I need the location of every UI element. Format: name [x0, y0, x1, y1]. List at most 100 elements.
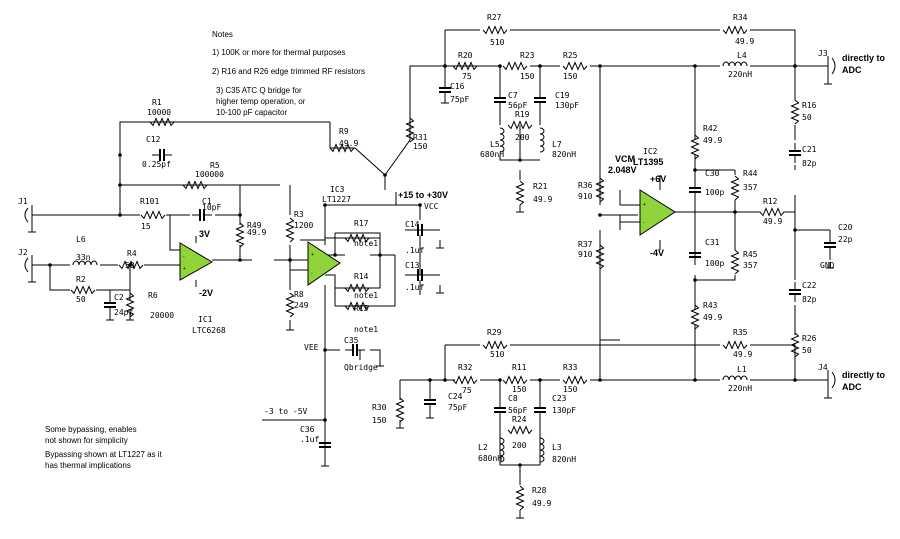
vcm-label: VCM: [615, 154, 635, 164]
part-value-r23: 150: [520, 72, 535, 81]
part-ref-c8: C8: [508, 394, 518, 403]
part-value-c14: .1uf: [405, 246, 424, 255]
vcm-value: 2.048V: [608, 165, 637, 175]
gnd-label: GND: [820, 261, 835, 270]
part-value-c23: 130pF: [552, 406, 576, 415]
part-ref-r37: R37: [578, 240, 593, 249]
part-r23: R23 150: [502, 51, 535, 81]
svg-text:+: +: [183, 266, 186, 272]
ic1-ref: IC1: [198, 315, 213, 324]
svg-text:-: -: [643, 220, 645, 226]
part-ref-r15: R15: [354, 304, 369, 313]
part-ref-r11: R11: [512, 363, 527, 372]
part-value-r43: 49.9: [703, 313, 722, 322]
part-ref-r23: R23: [520, 51, 535, 60]
part-value-l3: 820nH: [552, 455, 576, 464]
part-ref-r21: R21: [533, 182, 548, 191]
svg-text:-: -: [311, 271, 313, 277]
part-value-c20: 22p: [838, 235, 853, 244]
j3-dest-2: ADC: [842, 65, 862, 75]
note-3c: 10-100 pF capacitor: [216, 108, 287, 117]
part-value-c24: 75pF: [448, 403, 467, 412]
part-ref-r5: R5: [210, 161, 220, 170]
part-value-r21: 49.9: [533, 195, 552, 204]
connector-j2: J2: [18, 248, 36, 283]
note-3b: higher temp operation, or: [216, 97, 306, 106]
part-ref-r43: R43: [703, 301, 718, 310]
j3-label: J3: [818, 49, 828, 58]
part-ref-c13: C13: [405, 261, 420, 270]
ic3-amplifier: +- IC3 LT1227: [307, 185, 351, 310]
part-ref-c19: C19: [555, 91, 570, 100]
bypass-note-4: has thermal implications: [45, 461, 131, 470]
part-ref-c31: C31: [705, 238, 720, 247]
note-3a: 3) C35 ATC Q bridge for: [216, 86, 302, 95]
part-value-r49: 49.9: [247, 228, 266, 237]
part-value-c16: 75pF: [450, 95, 469, 104]
part-ref-r8: R8: [294, 290, 304, 299]
part-value-r8: 249: [294, 301, 309, 310]
part-value-r35: 49.9: [733, 350, 752, 359]
part-ref-r29: R29: [487, 328, 502, 337]
part-ref-l6: L6: [76, 235, 86, 244]
part-value-r32: 75: [462, 386, 472, 395]
j2-label: J2: [18, 248, 28, 257]
part-value-r24: 200: [512, 441, 527, 450]
part-ref-c22: C22: [802, 281, 817, 290]
notes-title: Notes: [212, 30, 233, 39]
part-ref-r33: R33: [563, 363, 578, 372]
ic3-part: LT1227: [322, 195, 351, 204]
j1-label: J1: [18, 197, 28, 206]
part-value-l7: 820nH: [552, 150, 576, 159]
part-value-r19: 200: [515, 133, 530, 142]
part-value-c7: 56pF: [508, 101, 527, 110]
connector-j3: J3 directly to ADC: [818, 49, 886, 85]
part-value-c12: 0.25pf: [142, 160, 171, 169]
part-value-r36: 910: [578, 192, 593, 201]
neg-supply-label: -3 to -5V: [264, 407, 308, 416]
part-value-r28: 49.9: [532, 499, 551, 508]
j4-dest-2: ADC: [842, 382, 862, 392]
part-value-l6: 33n: [76, 253, 91, 262]
part-value-l2: 680nH: [478, 454, 502, 463]
bypass-note-3: Bypassing shown at LT1227 as it: [45, 450, 163, 459]
rail-labels: +15 to +30V VCC VEE -3 to -5V GND: [264, 190, 835, 416]
bypass-notes: Some bypassing, enables not shown for si…: [45, 425, 163, 470]
part-value-c2: 24pf: [114, 308, 133, 317]
part-ref-l2: L2: [478, 443, 488, 452]
part-value-r11: 150: [512, 385, 527, 394]
part-value-c31: 100p: [705, 259, 724, 268]
part-value-c13: .1uf: [405, 283, 424, 292]
part-ref-r36: R36: [578, 181, 593, 190]
part-value-c21: 82p: [802, 159, 817, 168]
bypass-note-1: Some bypassing, enables: [45, 425, 137, 434]
part-ref-r101: R101: [140, 197, 159, 206]
part-ref-c16: C16: [450, 82, 465, 91]
ic3-ref: IC3: [330, 185, 345, 194]
part-value-r44: 357: [743, 183, 758, 192]
vee-label: VEE: [304, 343, 319, 352]
part-ref-l5: L5: [490, 140, 500, 149]
part-value-c1: 10pF: [202, 203, 221, 212]
part-ref-r1: R1: [152, 98, 162, 107]
